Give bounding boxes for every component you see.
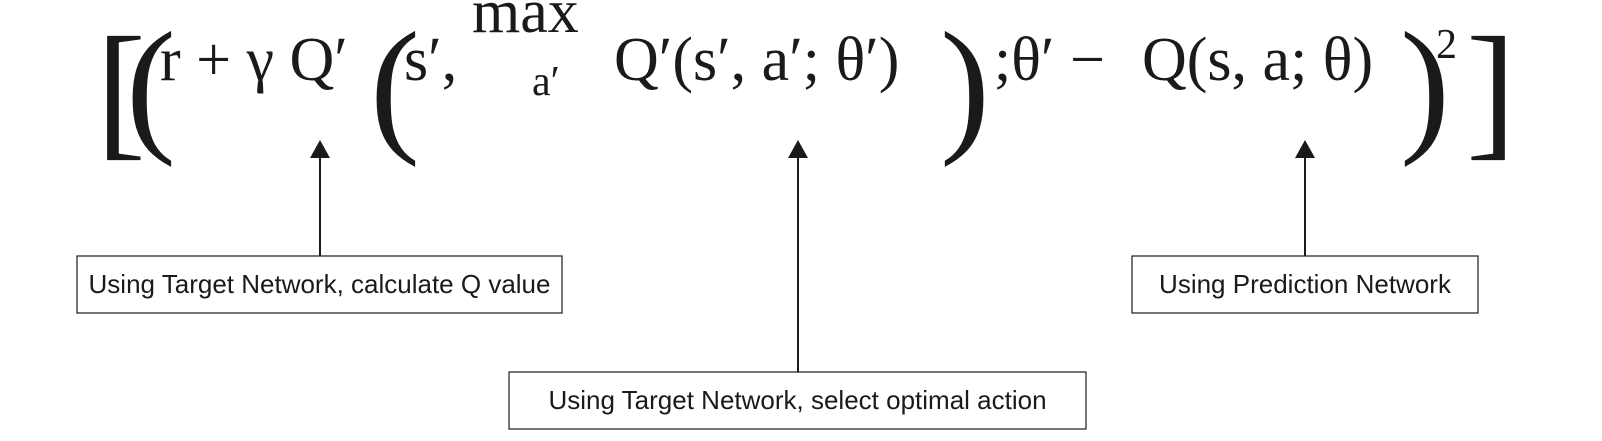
- open-paren-outer: (: [126, 2, 176, 168]
- max-subscript: a′: [532, 59, 560, 105]
- close-paren-inner: ): [940, 2, 990, 168]
- annotation-target-q-value-box: [76, 255, 563, 314]
- annotation-target-q-value-text: Using Target Network, calculate Q value: [89, 269, 551, 299]
- arrow-target-q: [310, 140, 330, 256]
- annotation-optimal-action-box: [508, 371, 1087, 430]
- theta-prime-minus: ;θ′ −: [994, 26, 1105, 94]
- annotation-optimal-action-text: Using Target Network, select optimal act…: [548, 385, 1046, 415]
- arrow-optimal-action: [788, 140, 808, 372]
- annotation-optimal-action: Using Target Network, select optimal act…: [508, 371, 1087, 430]
- annotation-prediction-network: Using Prediction Network: [1131, 255, 1479, 314]
- reward-gamma-target-q: r + γ Q′: [160, 26, 348, 94]
- arrow-prediction-head: [1295, 140, 1315, 158]
- loss-equation: [ ( r + γ Q′ ( s′, max a′ Q′(s′, a′; θ′)…: [96, 0, 1516, 173]
- close-paren-outer: ): [1400, 2, 1450, 168]
- annotation-prediction-network-text: Using Prediction Network: [1159, 269, 1452, 299]
- close-square-bracket: ]: [1466, 7, 1516, 173]
- annotation-prediction-network-box: [1131, 255, 1479, 314]
- squared-exponent: 2: [1436, 22, 1457, 68]
- max-operator: max: [472, 0, 579, 46]
- prediction-q: Q(s, a; θ): [1142, 26, 1373, 94]
- open-square-bracket: [: [96, 7, 146, 173]
- next-state: s′,: [404, 26, 457, 94]
- arrow-target-q-head: [310, 140, 330, 158]
- annotation-target-q-value: Using Target Network, calculate Q value: [76, 255, 563, 314]
- arrow-optimal-action-head: [788, 140, 808, 158]
- open-paren-inner: (: [370, 2, 420, 168]
- target-q-args: Q′(s′, a′; θ′): [614, 26, 899, 94]
- arrow-prediction: [1295, 140, 1315, 256]
